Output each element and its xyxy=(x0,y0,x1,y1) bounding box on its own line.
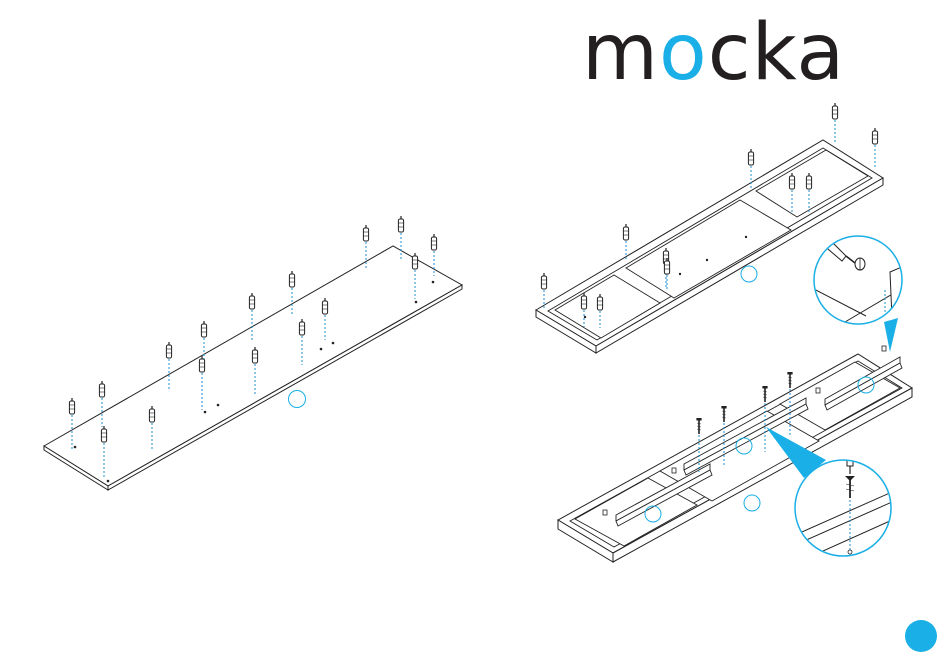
dowel-icon xyxy=(748,149,753,165)
dowel-icon xyxy=(398,216,403,232)
page-marker xyxy=(905,620,937,652)
screw-icon xyxy=(696,418,701,434)
dowel-icon xyxy=(623,224,628,240)
part-label-circle xyxy=(289,391,306,408)
dowel-icon xyxy=(289,271,294,287)
dowel-icon xyxy=(832,103,837,119)
screw-icon xyxy=(762,386,767,402)
detail-callout-cam xyxy=(812,236,906,324)
part-label-circle xyxy=(741,266,757,282)
side-panel xyxy=(44,246,462,490)
dowel-icon xyxy=(872,128,877,144)
dowel-icon xyxy=(412,253,417,269)
dowel-icon xyxy=(69,398,74,414)
dowel-icon xyxy=(166,342,171,358)
dowel-icon xyxy=(541,273,546,289)
dowel-icon xyxy=(431,234,436,250)
part-label-circle xyxy=(744,495,760,511)
screwdriver-icon xyxy=(847,452,853,466)
screw-icon xyxy=(787,372,792,388)
screw-icon xyxy=(721,406,726,422)
dowel-icon xyxy=(99,381,104,397)
dowel-icon xyxy=(363,225,368,241)
dowel-icon xyxy=(249,293,254,309)
dowel-icon xyxy=(201,321,206,337)
